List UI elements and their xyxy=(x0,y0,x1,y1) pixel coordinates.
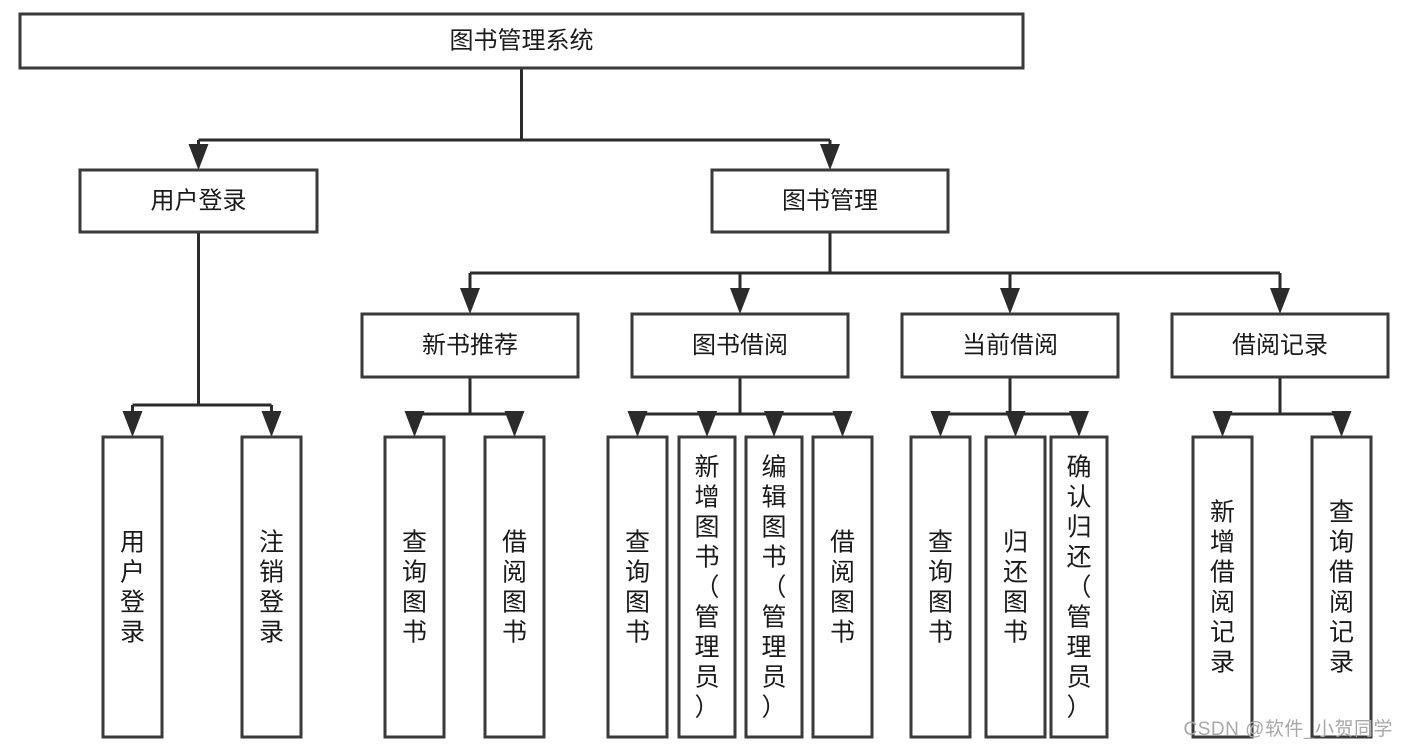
arrow-head-icon xyxy=(820,144,840,170)
node-rect xyxy=(900,312,1120,379)
branch-node-图书管理[interactable]: 图书管理 xyxy=(710,168,950,234)
node-label: 查询图书 xyxy=(928,528,953,646)
leaf-node-归还图书[interactable]: 归还图书 xyxy=(984,435,1047,739)
node-rect xyxy=(606,435,669,739)
leaf-node-注销登录[interactable]: 注销登录 xyxy=(240,435,303,739)
node-label: 注销登录 xyxy=(259,528,284,646)
node-label: 用户登录 xyxy=(120,528,145,646)
node-rect xyxy=(811,435,874,739)
leaf-node-编辑图书管理员[interactable]: 编辑图书（管理员） xyxy=(744,435,804,739)
leaf-node-查询借阅记录[interactable]: 查询借阅记录 xyxy=(1310,435,1373,739)
category-node-新书推荐[interactable]: 新书推荐 xyxy=(360,312,580,379)
arrow-head-icon xyxy=(697,411,717,437)
arrow-head-icon xyxy=(627,411,648,437)
leaf-node-新增图书管理员[interactable]: 新增图书（管理员） xyxy=(677,435,737,739)
node-rect xyxy=(240,435,303,739)
node-rect xyxy=(630,312,850,379)
node-rect xyxy=(909,435,972,739)
arrow-head-icon xyxy=(1000,288,1020,314)
node-label: 借阅图书 xyxy=(502,528,527,646)
node-label: 查询借阅记录 xyxy=(1329,498,1354,676)
leaf-node-查询图书[interactable]: 查询图书 xyxy=(606,435,669,739)
node-rect xyxy=(1049,435,1109,739)
leaf-node-查询图书[interactable]: 查询图书 xyxy=(383,435,446,739)
category-node-图书借阅[interactable]: 图书借阅 xyxy=(630,312,850,379)
node-label: 借阅记录 xyxy=(1232,332,1328,359)
node-rect xyxy=(483,435,546,739)
leaf-node-用户登录[interactable]: 用户登录 xyxy=(101,435,164,739)
node-label: 查询图书 xyxy=(625,528,650,646)
node-rect xyxy=(101,435,164,739)
leaf-node-新增借阅记录[interactable]: 新增借阅记录 xyxy=(1191,435,1254,739)
node-rect xyxy=(1191,435,1254,739)
node-label: 当前借阅 xyxy=(962,332,1058,359)
leaf-node-确认归还管理员[interactable]: 确认归还（管理员） xyxy=(1049,435,1109,739)
node-label: 查询图书 xyxy=(402,528,427,646)
category-node-借阅记录[interactable]: 借阅记录 xyxy=(1170,312,1390,379)
node-rect xyxy=(710,168,950,234)
node-rect xyxy=(677,435,737,739)
node-label: 确认归还（管理员） xyxy=(1066,453,1091,721)
root-node-图书管理系统[interactable]: 图书管理系统 xyxy=(18,12,1025,70)
node-label: 新书推荐 xyxy=(422,332,518,359)
arrow-head-icon xyxy=(764,411,784,437)
leaf-node-借阅图书[interactable]: 借阅图书 xyxy=(483,435,546,739)
node-label: 新增图书（管理员） xyxy=(694,453,719,721)
node-label: 新增借阅记录 xyxy=(1210,498,1235,676)
leaf-node-借阅图书[interactable]: 借阅图书 xyxy=(811,435,874,739)
node-rect xyxy=(1170,312,1390,379)
node-label: 归还图书 xyxy=(1003,528,1028,646)
node-label: 编辑图书（管理员） xyxy=(761,453,786,721)
arrow-head-icon xyxy=(1005,411,1026,437)
node-rect xyxy=(383,435,446,739)
connector-layer xyxy=(122,68,1352,437)
arrow-head-icon xyxy=(930,411,951,437)
arrow-head-icon xyxy=(1331,411,1352,437)
arrow-head-icon xyxy=(460,288,480,314)
arrow-head-icon xyxy=(1270,288,1290,314)
node-label: 图书管理 xyxy=(782,187,878,214)
arrow-head-icon xyxy=(122,411,143,437)
node-rect xyxy=(18,12,1025,70)
node-rect xyxy=(78,168,319,234)
arrow-head-icon xyxy=(730,288,750,314)
node-label: 用户登录 xyxy=(151,187,247,214)
arrow-head-icon xyxy=(404,411,425,437)
node-label: 图书管理系统 xyxy=(450,27,594,54)
node-rect xyxy=(360,312,580,379)
arrow-head-icon xyxy=(504,411,525,437)
node-label: 图书借阅 xyxy=(692,332,788,359)
node-layer: 图书管理系统用户登录图书管理新书推荐图书借阅当前借阅借阅记录用户登录注销登录查询… xyxy=(18,12,1390,739)
arrow-head-icon xyxy=(1212,411,1233,437)
node-rect xyxy=(1310,435,1373,739)
arrow-head-icon xyxy=(261,411,282,437)
node-rect xyxy=(984,435,1047,739)
branch-node-用户登录[interactable]: 用户登录 xyxy=(78,168,319,234)
node-label: 借阅图书 xyxy=(830,528,855,646)
arrow-head-icon xyxy=(188,144,209,170)
node-rect xyxy=(744,435,804,739)
arrow-head-icon xyxy=(832,411,853,437)
arrow-head-icon xyxy=(1069,411,1089,437)
category-node-当前借阅[interactable]: 当前借阅 xyxy=(900,312,1120,379)
leaf-node-查询图书[interactable]: 查询图书 xyxy=(909,435,972,739)
